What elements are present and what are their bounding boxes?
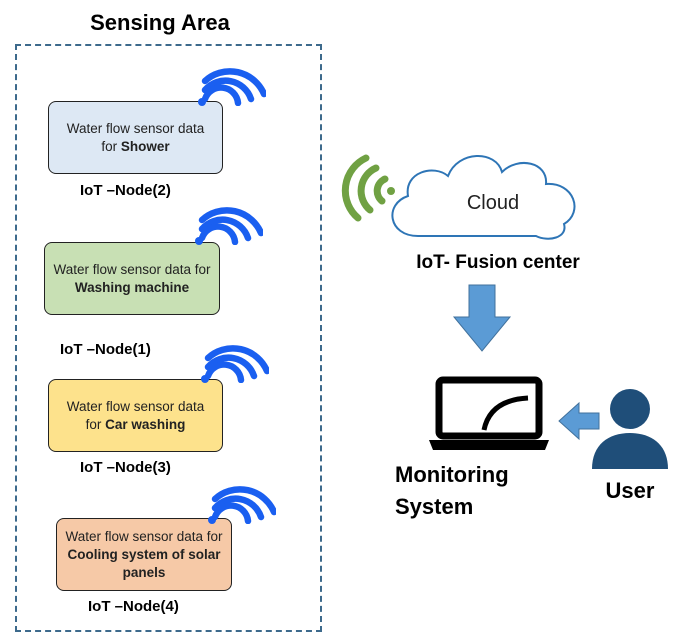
node-3-label: IoT –Node(3)	[80, 459, 171, 476]
node-2-sensor-box: Water flow sensor data for Shower	[48, 101, 223, 174]
wifi-icon	[201, 345, 269, 383]
fusion-center-label: IoT- Fusion center	[416, 252, 580, 273]
cloud-icon	[391, 155, 576, 240]
user-label: User	[605, 478, 655, 503]
node-4-sensor-text: Water flow sensor data for	[65, 528, 223, 544]
monitoring-label-line1: Monitoring	[395, 462, 509, 487]
node-1-sensor-box: Water flow sensor data for Washing machi…	[44, 242, 220, 315]
node-2-label: IoT –Node(2)	[80, 182, 171, 199]
node-3-sensor-text: Water flow sensor data for	[66, 398, 205, 432]
node-1-sensor-target: Washing machine	[74, 279, 190, 295]
node-1-sensor-text: Water flow sensor data for	[53, 261, 211, 277]
laptop-icon	[429, 376, 549, 450]
wifi-icon	[198, 68, 266, 106]
node-4-sensor-target: Cooling system of solar panels	[67, 546, 221, 580]
node-3-sensor-box: Water flow sensor data for Car washing	[48, 379, 223, 452]
node-2-sensor-text: Water flow sensor data for	[66, 120, 205, 154]
node-4-sensor-box: Water flow sensor data for Cooling syste…	[56, 518, 232, 591]
monitoring-label-line2: System	[395, 494, 474, 519]
monitoring-system-label: Monitoring System	[395, 459, 555, 523]
wifi-icon	[195, 207, 263, 245]
arrow-down-icon	[452, 284, 512, 352]
node-1-label: IoT –Node(1)	[60, 341, 151, 358]
sensing-area-title: Sensing Area	[90, 10, 230, 35]
wifi-icon	[208, 486, 276, 524]
arrow-left-icon	[558, 401, 600, 441]
node-2-sensor-target: Shower	[120, 138, 170, 154]
node-4-label: IoT –Node(4)	[88, 598, 179, 615]
node-3-sensor-target: Car washing	[105, 416, 186, 432]
cloud-text: Cloud	[466, 192, 520, 214]
sensing-area-boundary	[15, 44, 322, 632]
user-icon	[592, 389, 668, 469]
wifi-receiver-icon	[341, 154, 395, 222]
